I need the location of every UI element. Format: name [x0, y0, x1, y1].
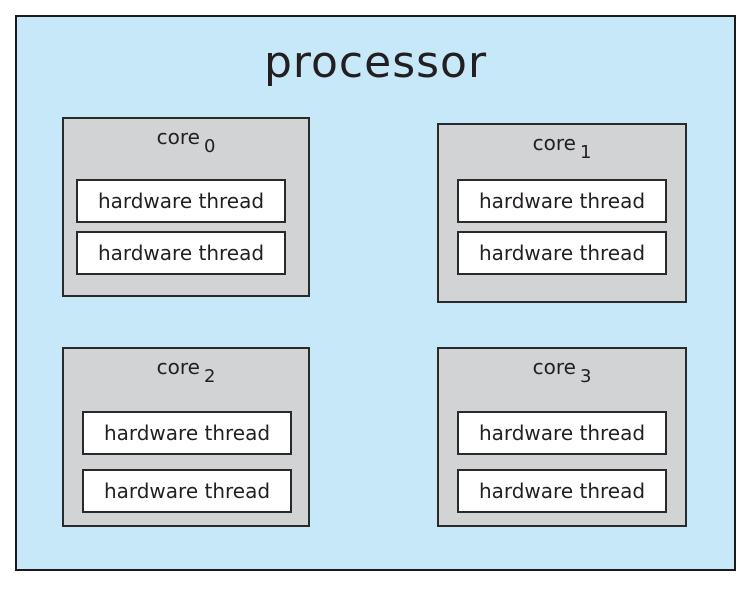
core-2-index: 2	[203, 366, 216, 387]
core-0-index: 0	[203, 136, 216, 157]
core-2-thread-0: hardware thread	[82, 411, 292, 455]
core-0-thread-1: hardware thread	[76, 231, 286, 275]
core-2-label-text: core	[156, 355, 200, 379]
core-1-thread-1: hardware thread	[457, 231, 667, 275]
core-0-thread-0: hardware thread	[76, 179, 286, 223]
core-3-index: 3	[579, 366, 592, 387]
core-2-thread-1: hardware thread	[82, 469, 292, 513]
core-1-index: 1	[579, 142, 592, 163]
core-3-label-text: core	[532, 355, 576, 379]
processor-title: processor	[263, 37, 488, 88]
core-3-thread-1: hardware thread	[457, 469, 667, 513]
core-1-thread-0: hardware thread	[457, 179, 667, 223]
core-3-thread-0: hardware thread	[457, 411, 667, 455]
core-0-label-text: core	[156, 125, 200, 149]
core-1-label-text: core	[532, 131, 576, 155]
